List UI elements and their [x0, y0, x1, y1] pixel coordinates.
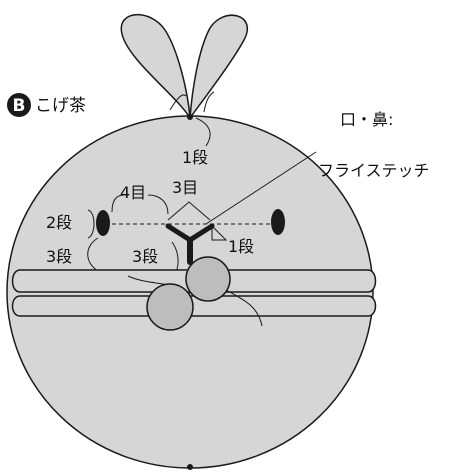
mouth-rows-triangle — [211, 224, 228, 241]
between-eyes-label: 4目 — [120, 183, 146, 202]
bottom-dot — [187, 464, 193, 470]
mouth-nose-label: 口・鼻: — [340, 110, 393, 129]
scarf-band-lower — [11, 295, 377, 317]
ears — [120, 14, 248, 121]
stitch-label: フライステッチ — [318, 161, 430, 180]
mouth-width-triangle — [167, 201, 211, 221]
ear-rows-bracket — [195, 117, 211, 147]
eye-drop-label: 3段 — [46, 247, 72, 266]
left-ear — [120, 14, 191, 119]
mouth-rows-label: 1段 — [228, 237, 254, 256]
pompom-right — [185, 256, 231, 302]
left-ear-inner — [169, 94, 187, 111]
ear-rows-label: 1段 — [182, 148, 208, 167]
badge — [7, 93, 31, 117]
right-ear — [189, 14, 248, 121]
eye-height-bracket — [87, 209, 95, 239]
leader-line — [205, 151, 317, 225]
between-eyes-bracket — [111, 194, 169, 215]
pompom-left — [146, 283, 194, 331]
title-text: こげ茶 — [35, 96, 86, 116]
right-ear-inner — [203, 91, 215, 113]
eye-height-label: 2段 — [46, 213, 72, 232]
top-dot — [187, 114, 193, 120]
mouth-fly-stitch — [165, 223, 215, 265]
right-eye — [271, 209, 285, 235]
mouth-width-label: 3目 — [172, 178, 198, 197]
badge-letter: B — [13, 96, 26, 116]
nose-drop-label: 3段 — [132, 247, 158, 266]
title-group: B こげ茶 — [7, 93, 86, 117]
left-eye — [96, 210, 110, 236]
